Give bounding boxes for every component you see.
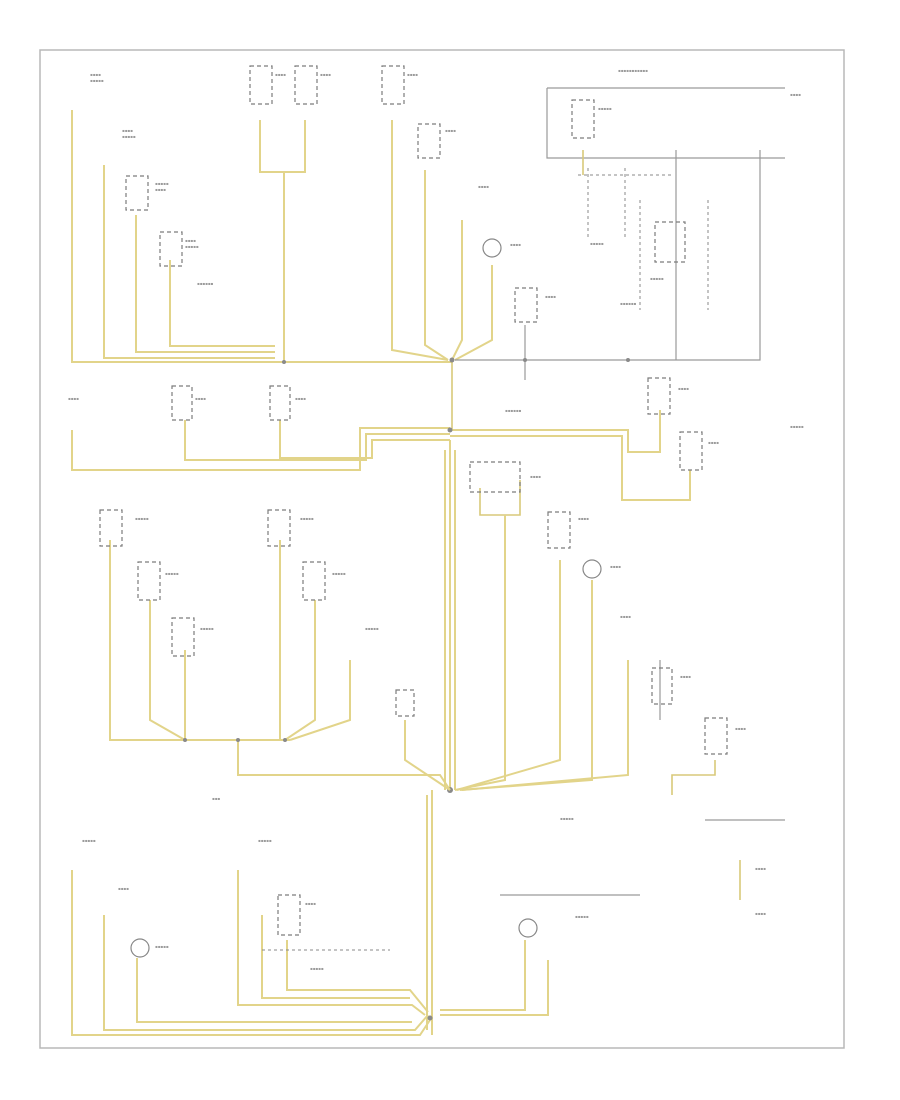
svg-text:▪▪▪▪▪: ▪▪▪▪▪ [590,241,604,246]
svg-text:▪▪▪▪: ▪▪▪▪ [305,901,316,906]
right-lower: ▪▪▪▪ ▪▪▪▪ ▪▪▪▪ ▪▪▪▪ [651,660,785,916]
splice-node [626,358,630,362]
svg-text:▪▪▪▪: ▪▪▪▪ [122,128,133,133]
svg-text:▪▪▪▪: ▪▪▪▪ [407,72,418,77]
splice-node [183,738,187,742]
switch-component [417,123,441,159]
switch-component [294,65,318,105]
switch-component [469,461,521,493]
switch-component [547,511,571,549]
switch-component [125,175,149,211]
svg-text:▪▪▪▪▪: ▪▪▪▪▪ [258,838,272,843]
switch-component [171,385,193,421]
svg-text:▪▪▪▪: ▪▪▪▪ [510,242,521,247]
switch-component [269,385,291,421]
svg-text:▪▪▪▪▪: ▪▪▪▪▪ [82,838,96,843]
svg-text:▪▪▪▪▪: ▪▪▪▪▪ [365,626,379,631]
switch-component [171,617,195,657]
svg-text:▪▪▪▪: ▪▪▪▪ [118,886,129,891]
svg-text:▪▪▪▪: ▪▪▪▪ [755,866,766,871]
svg-text:▪▪▪▪▪: ▪▪▪▪▪ [598,106,612,111]
svg-text:▪▪▪▪▪: ▪▪▪▪▪ [650,276,664,281]
switch-component [647,377,671,415]
switch-component [704,717,728,755]
switch-component [159,231,183,267]
svg-text:▪▪▪▪▪▪: ▪▪▪▪▪▪ [197,281,214,286]
svg-text:▪▪▪▪▪: ▪▪▪▪▪ [560,816,574,821]
switch-component [99,509,123,547]
svg-text:▪▪▪▪▪: ▪▪▪▪▪ [122,134,136,139]
svg-text:▪▪▪▪▪: ▪▪▪▪▪ [310,966,324,971]
indicator-lamp [518,918,538,938]
svg-text:▪▪▪▪: ▪▪▪▪ [610,564,621,569]
splice-node [523,358,527,362]
central-trunk: ▪▪▪▪ ▪▪▪▪ ▪▪▪▪ ▪▪▪▪ ▪▪▪▪▪ [444,440,631,821]
switch-component [651,667,673,705]
svg-text:▪▪▪▪: ▪▪▪▪ [90,72,101,77]
splice-node [283,738,287,742]
switch-component [654,221,686,263]
switch-component [679,431,703,471]
svg-text:▪▪▪▪: ▪▪▪▪ [68,396,79,401]
svg-text:▪▪▪▪: ▪▪▪▪ [755,911,766,916]
svg-text:▪▪▪▪▪: ▪▪▪▪▪ [575,914,589,919]
splice-node [236,738,240,742]
splice-node [282,360,286,364]
svg-text:▪▪▪▪: ▪▪▪▪ [275,72,286,77]
svg-text:▪▪▪▪: ▪▪▪▪ [578,516,589,521]
switch-component [277,894,301,936]
svg-text:▪▪▪▪▪: ▪▪▪▪▪ [332,571,346,576]
svg-text:▪▪▪▪: ▪▪▪▪ [295,396,306,401]
diagram-frame [39,49,845,1049]
svg-text:▪▪▪▪: ▪▪▪▪ [708,440,719,445]
switch-component [137,561,161,601]
svg-text:▪▪▪▪▪: ▪▪▪▪▪ [790,424,804,429]
indicator-lamp [482,238,502,258]
switch-component [267,509,291,547]
svg-text:▪▪▪▪▪: ▪▪▪▪▪ [300,516,314,521]
svg-text:▪▪▪▪▪▪: ▪▪▪▪▪▪ [505,408,522,413]
svg-text:▪▪▪▪: ▪▪▪▪ [185,238,196,243]
middle-band: ▪▪▪▪ ▪▪▪▪ ▪▪▪▪ ▪▪▪▪ ▪▪▪▪ ▪▪▪▪▪ [68,377,804,501]
svg-text:▪▪▪▪: ▪▪▪▪ [320,72,331,77]
splice-node [449,357,455,363]
svg-text:▪▪▪▪▪▪▪▪▪▪▪: ▪▪▪▪▪▪▪▪▪▪▪ [618,68,648,73]
top-section: ▪▪▪▪ ▪▪▪▪▪ ▪▪▪▪ ▪▪▪▪▪ ▪▪▪▪▪ ▪▪▪▪ ▪▪▪▪ ▪▪… [71,65,801,430]
svg-text:▪▪▪▪▪▪: ▪▪▪▪▪▪ [620,301,637,306]
svg-text:▪▪▪▪▪: ▪▪▪▪▪ [185,244,199,249]
svg-text:▪▪▪▪▪: ▪▪▪▪▪ [135,516,149,521]
svg-text:▪▪▪▪▪: ▪▪▪▪▪ [155,181,169,186]
svg-text:▪▪▪▪: ▪▪▪▪ [195,396,206,401]
svg-text:▪▪▪▪: ▪▪▪▪ [155,187,166,192]
switch-component [381,65,405,105]
svg-text:▪▪▪▪: ▪▪▪▪ [735,726,746,731]
splice-node [427,1015,433,1021]
svg-text:▪▪▪▪: ▪▪▪▪ [620,614,631,619]
svg-text:▪▪▪▪: ▪▪▪▪ [790,92,801,97]
indicator-lamp [130,938,150,958]
svg-text:▪▪▪▪: ▪▪▪▪ [530,474,541,479]
lower-left-cluster: ▪▪▪▪▪ ▪▪▪▪▪ ▪▪▪▪▪ ▪▪▪▪▪ ▪▪▪▪▪ ▪▪▪▪▪ [99,509,451,791]
switch-component [395,689,415,717]
svg-text:▪▪▪▪▪: ▪▪▪▪▪ [165,571,179,576]
switch-component [571,99,595,139]
svg-text:▪▪▪▪: ▪▪▪▪ [680,674,691,679]
svg-text:▪▪▪▪▪: ▪▪▪▪▪ [90,78,104,83]
bottom-section: ▪▪▪▪▪ ▪▪▪▪ ▪▪▪▪▪ ▪▪▪▪▪ ▪▪▪▪ ▪▪▪▪▪ ▪▪▪▪▪ … [71,790,640,1036]
svg-text:▪▪▪: ▪▪▪ [212,796,220,801]
switch-component [249,65,273,105]
switch-component [302,561,326,601]
svg-text:▪▪▪▪: ▪▪▪▪ [545,294,556,299]
indicator-lamp [582,559,602,579]
switch-component [514,287,538,323]
splice-node [447,427,453,433]
svg-text:▪▪▪▪: ▪▪▪▪ [478,184,489,189]
svg-text:▪▪▪▪▪: ▪▪▪▪▪ [155,944,169,949]
svg-text:▪▪▪▪: ▪▪▪▪ [678,386,689,391]
svg-text:▪▪▪▪: ▪▪▪▪ [445,128,456,133]
svg-text:▪▪▪▪▪: ▪▪▪▪▪ [200,626,214,631]
